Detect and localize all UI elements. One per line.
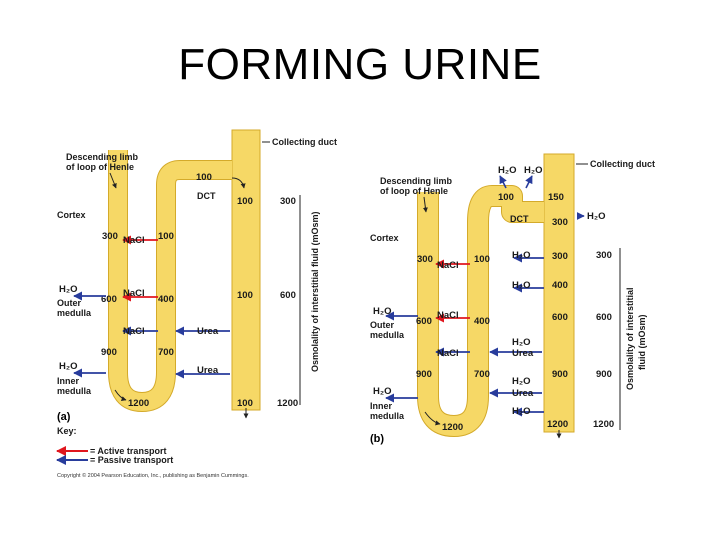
h2o-cd1-b: H₂O xyxy=(512,250,530,261)
h2o-cd5-b: H₂O xyxy=(512,406,530,417)
axis-b-900: 900 xyxy=(596,369,612,380)
inner-medulla-label-b-2: medulla xyxy=(370,411,405,421)
h2o-desc1-b: H₂O xyxy=(373,306,391,317)
axis-b-label-2: fluid (mOsm) xyxy=(637,314,647,370)
nacl-label-b-1: NaCl xyxy=(437,260,459,271)
cd-value-1200-b: 1200 xyxy=(547,419,568,430)
dct-label-b: DCT xyxy=(510,214,529,224)
axis-a-1200: 1200 xyxy=(277,398,298,409)
asc-value-400-a: 400 xyxy=(158,294,174,305)
axis-a-600: 600 xyxy=(280,290,296,301)
dct-label-a: DCT xyxy=(197,191,216,201)
desc-value-900-b: 900 xyxy=(416,369,432,380)
loop-of-henle-a xyxy=(109,150,232,411)
nacl-label-a-2: NaCl xyxy=(123,288,145,299)
axis-b-300: 300 xyxy=(596,250,612,261)
outer-medulla-label-a-2: medulla xyxy=(57,308,92,318)
copyright-text: Copyright © 2004 Pearson Education, Inc.… xyxy=(57,472,249,479)
cd-value-300b-b: 300 xyxy=(552,251,568,262)
key-passive: = Passive transport xyxy=(90,455,173,465)
cd-value-400-b: 400 xyxy=(552,280,568,291)
outer-medulla-label-a: Outer xyxy=(57,298,82,308)
h2o-right-b: H₂O xyxy=(587,211,605,222)
asc-value-700-a: 700 xyxy=(158,347,174,358)
h2o-top2-b: H₂O xyxy=(524,165,542,176)
axis-b-600: 600 xyxy=(596,312,612,323)
desc-value-300-a: 300 xyxy=(102,231,118,242)
descending-limb-label-a: Descending limb xyxy=(66,152,139,162)
asc-value-100-a: 100 xyxy=(158,231,174,242)
urea-label-b-1: Urea xyxy=(512,348,534,359)
outer-medulla-label-b: Outer xyxy=(370,320,395,330)
h2o-cd2-b: H₂O xyxy=(512,280,530,291)
nacl-label-b-2: NaCl xyxy=(437,310,459,321)
desc-value-600-b: 600 xyxy=(416,316,432,327)
h2o-desc2-b: H₂O xyxy=(373,386,391,397)
cd-value-100b: 100 xyxy=(237,290,253,301)
dct-value-b: 100 xyxy=(498,192,514,203)
h2o-label-a-2: H₂O xyxy=(59,361,77,372)
slide-title: FORMING URINE xyxy=(178,40,542,89)
desc-value-900-a: 900 xyxy=(101,347,117,358)
panel-a-label: (a) xyxy=(57,411,71,423)
urea-label-a-2: Urea xyxy=(197,365,219,376)
asc-value-400-b: 400 xyxy=(474,316,490,327)
axis-b-label-1: Osmolality of interstitial xyxy=(625,287,635,390)
cortex-label-a: Cortex xyxy=(57,210,86,220)
h2o-cd3-b: H₂O xyxy=(512,337,530,348)
h2o-label-a-1: H₂O xyxy=(59,284,77,295)
cd-value-900-b: 900 xyxy=(552,369,568,380)
nacl-label-b-3: NaCl xyxy=(437,348,459,359)
descending-limb-label-b: Descending limb xyxy=(380,176,453,186)
asc-value-700-b: 700 xyxy=(474,369,490,380)
collecting-duct-label-b: Collecting duct xyxy=(590,159,655,169)
collecting-duct-label-a: Collecting duct xyxy=(272,137,337,147)
outer-medulla-label-b-2: medulla xyxy=(370,330,405,340)
axis-a-label: Osmolality of interstitial fluid (mOsm) xyxy=(310,211,320,372)
desc-value-600-a: 600 xyxy=(101,294,117,305)
descending-limb-label-a-2: of loop of Henle xyxy=(66,162,134,172)
panel-b-label: (b) xyxy=(370,433,384,445)
cortex-label-b: Cortex xyxy=(370,233,399,243)
bottom-value-1200-b: 1200 xyxy=(442,422,463,433)
panel-a: Collecting duct Descending limb of loop … xyxy=(56,129,337,479)
dct-value-a: 100 xyxy=(196,172,212,183)
cd-value-600-b: 600 xyxy=(552,312,568,323)
cd-value-100c: 100 xyxy=(237,398,253,409)
nacl-label-a-1: NaCl xyxy=(123,235,145,246)
h2o-cd4-b: H₂O xyxy=(512,376,530,387)
loop-of-henle-b xyxy=(418,186,544,436)
cd-value-100a: 100 xyxy=(237,196,253,207)
inner-medulla-label-a: Inner xyxy=(57,376,80,386)
descending-limb-label-b-2: of loop of Henle xyxy=(380,186,448,196)
h2o-top1-b: H₂O xyxy=(498,165,516,176)
panel-b: Collecting duct Descending limb of loop … xyxy=(370,153,655,445)
key-active: = Active transport xyxy=(90,446,166,456)
desc-value-300-b: 300 xyxy=(417,254,433,265)
urea-label-a-1: Urea xyxy=(197,326,219,337)
axis-b-1200: 1200 xyxy=(593,419,614,430)
cd-value-150-b: 150 xyxy=(548,192,564,203)
axis-a-300: 300 xyxy=(280,196,296,207)
inner-medulla-label-a-2: medulla xyxy=(57,386,92,396)
urea-label-b-2: Urea xyxy=(512,388,534,399)
nacl-label-a-3: NaCl xyxy=(123,326,145,337)
key-title: Key: xyxy=(57,426,77,436)
collecting-duct-a xyxy=(231,129,261,411)
asc-value-100-b: 100 xyxy=(474,254,490,265)
bottom-value-1200-a: 1200 xyxy=(128,398,149,409)
inner-medulla-label-b: Inner xyxy=(370,401,393,411)
cd-value-300-b: 300 xyxy=(552,217,568,228)
